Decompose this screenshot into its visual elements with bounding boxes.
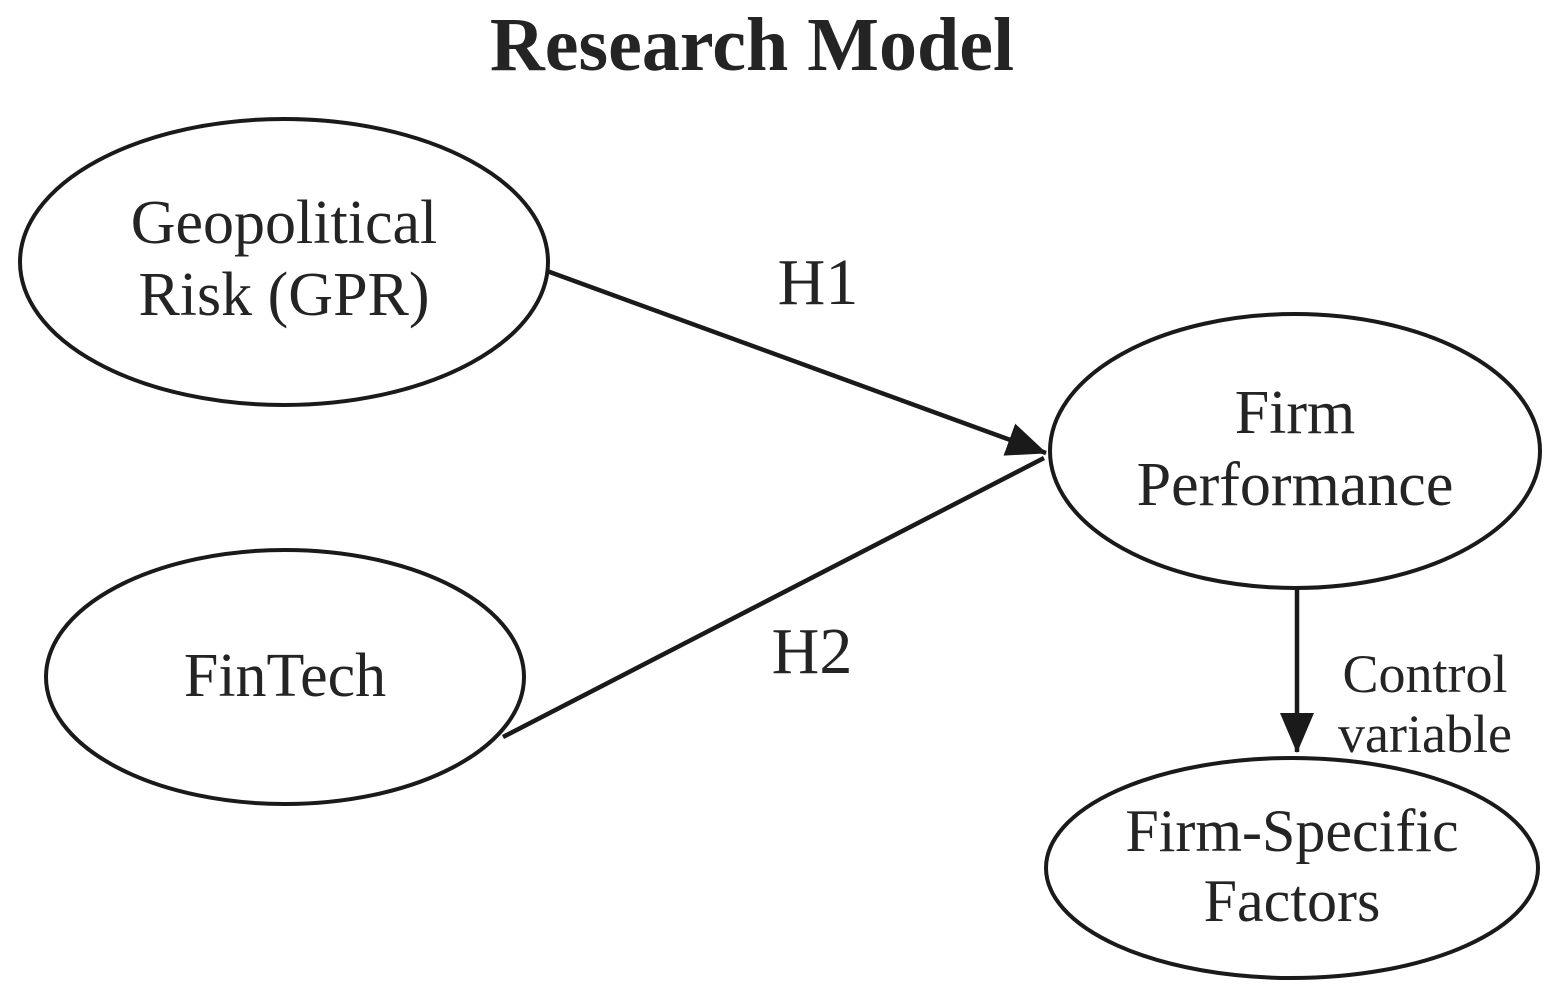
firm-specific-factors-node-label: Firm-Specific Factors (1042, 797, 1542, 936)
fintech-node-label: FinTech (183, 642, 387, 710)
geopolitical-risk-node-label: Geopolitical Risk (GPR) (34, 188, 534, 332)
control-variable-line2: variable (1338, 704, 1512, 765)
firm-specific-factors-line2: Factors (1203, 867, 1381, 934)
firm-specific-factors-line1: Firm-Specific (1125, 798, 1459, 864)
h1-arrow (546, 268, 1047, 456)
page-title: Research Model (489, 3, 1015, 87)
firm-performance-node-label: Firm Performance (1045, 378, 1545, 522)
geopolitical-risk-ellipse (18, 117, 550, 407)
firm-specific-factors-ellipse (1044, 756, 1540, 980)
firm-performance-ellipse (1048, 312, 1542, 590)
geopolitical-risk-line1: Geopolitical (130, 189, 438, 257)
firm-performance-line1: Firm (1234, 379, 1356, 447)
fintech-ellipse (44, 548, 526, 806)
h1-edge-label: H1 (777, 246, 859, 319)
h2-arrow (501, 456, 1046, 739)
h2-edge-label: H2 (771, 615, 853, 688)
geopolitical-risk-line2: Risk (GPR) (138, 260, 430, 329)
control-variable-line1: Control (1342, 644, 1508, 704)
firm-performance-line2: Performance (1136, 450, 1454, 519)
control-variable-edge-label: Control variable (1318, 644, 1532, 765)
